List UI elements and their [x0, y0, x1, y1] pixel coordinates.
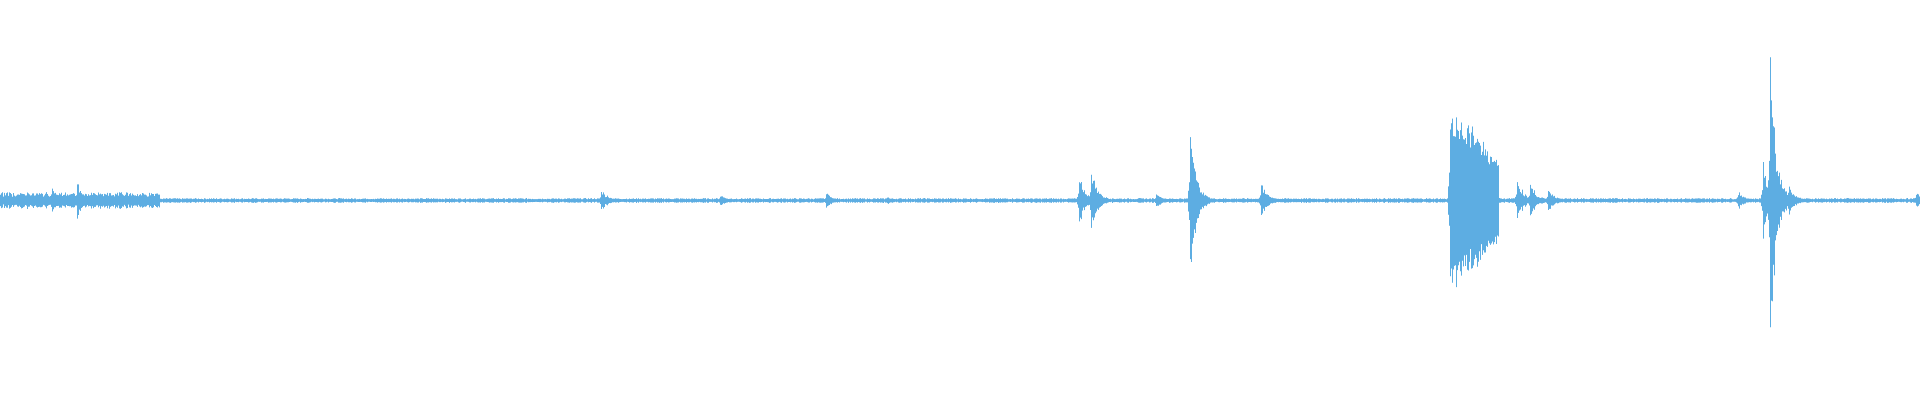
audio-waveform[interactable]	[0, 0, 1920, 400]
audio-waveform-panel[interactable]	[0, 0, 1920, 400]
